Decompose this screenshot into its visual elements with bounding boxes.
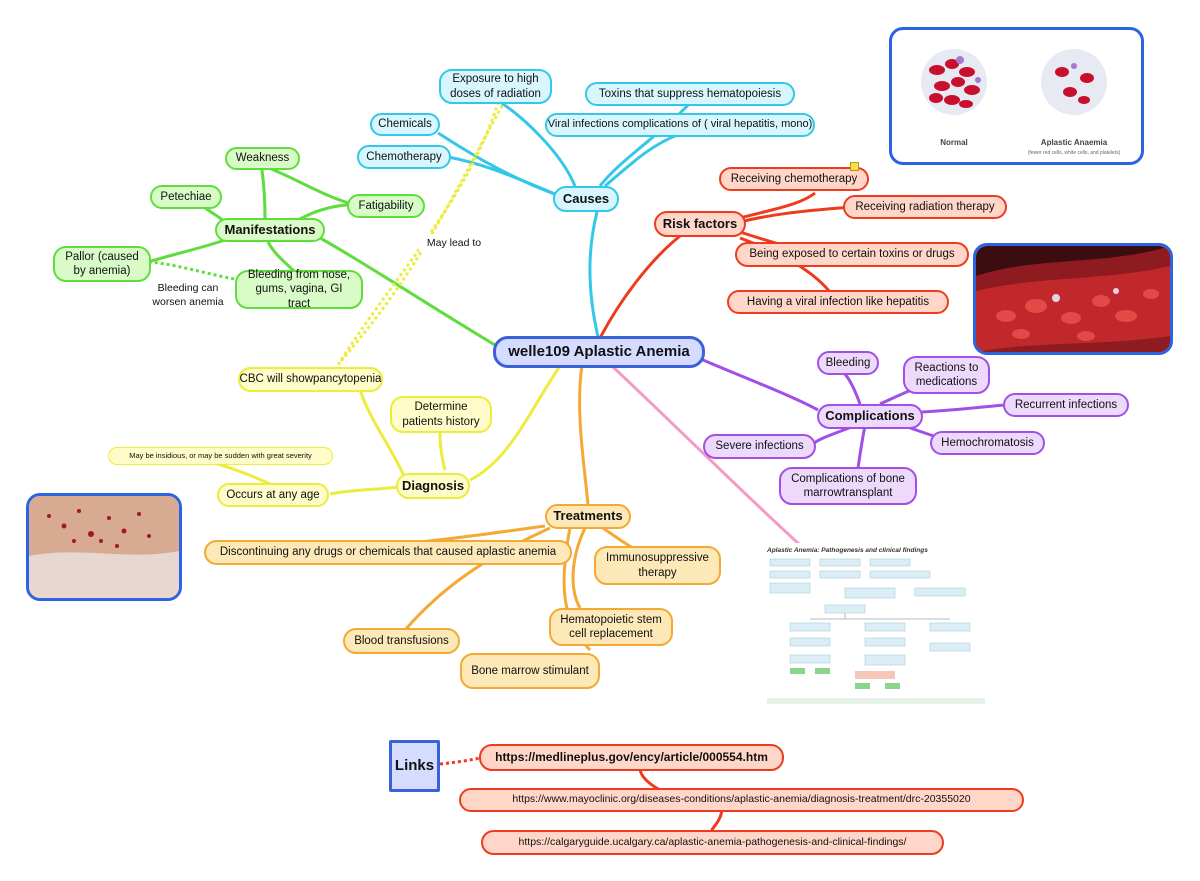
blood-vessel-illustration (976, 246, 1170, 352)
treatment-bone-marrow-stimulant[interactable]: Bone marrow stimulant (460, 653, 600, 689)
cause-toxins[interactable]: Toxins that suppress hematopoiesis (585, 82, 795, 106)
branch-risk-factors[interactable]: Risk factors (654, 211, 746, 237)
link-mayoclinic[interactable]: https://www.mayoclinic.org/diseases-cond… (459, 788, 1024, 812)
diagnosis-cbc[interactable]: CBC will showpancytopenia (238, 367, 383, 392)
cause-viral[interactable]: Viral infections complications of ( vira… (545, 113, 815, 137)
blood-vessel-image[interactable] (973, 243, 1173, 355)
complication-severe-infections[interactable]: Severe infections (703, 434, 816, 459)
central-topic[interactable]: welle109 Aplastic Anemia (493, 336, 705, 368)
link-medlineplus[interactable]: https://medlineplus.gov/ency/article/000… (479, 744, 784, 771)
blood-comparison-image[interactable]: Normal Aplastic Anaemia (fewer red cells… (889, 27, 1144, 165)
caption-normal: Normal (940, 138, 968, 147)
diagnosis-onset-note[interactable]: May be insidious, or may be sudden with … (108, 447, 333, 465)
manifestation-pallor[interactable]: Pallor (caused by anemia) (53, 246, 151, 282)
skin-illustration (29, 496, 179, 598)
complication-bone-marrow[interactable]: Complications of bone marrowtransplant (779, 467, 917, 505)
branch-treatments[interactable]: Treatments (545, 504, 631, 529)
treatment-stem-cell[interactable]: Hematopoietic stem cell replacement (549, 608, 673, 646)
risk-radiation[interactable]: Receiving radiation therapy (843, 195, 1007, 219)
treatment-immunosuppressive[interactable]: Immunosuppressive therapy (594, 546, 721, 585)
cause-chemicals[interactable]: Chemicals (370, 113, 440, 136)
risk-viral[interactable]: Having a viral infection like hepatitis (727, 290, 949, 314)
caption-aplastic-sub: (fewer red cells, white cells, and plate… (1028, 150, 1121, 156)
branch-manifestations[interactable]: Manifestations (215, 218, 325, 242)
treatment-discontinue-drugs[interactable]: Discontinuing any drugs or chemicals tha… (204, 540, 572, 565)
manifestation-fatigability[interactable]: Fatigability (347, 194, 425, 218)
complication-medication-reactions[interactable]: Reactions to medications (903, 356, 990, 394)
complication-hemochromatosis[interactable]: Hemochromatosis (930, 431, 1045, 455)
manifestation-bleeding[interactable]: Bleeding from nose, gums, vagina, GI tra… (235, 269, 363, 310)
calgary-guide-image[interactable]: Aplastic Anemia: Pathogenesis and clinic… (765, 543, 989, 708)
branch-complications[interactable]: Complications (817, 404, 923, 429)
petechiae-skin-image[interactable] (26, 493, 182, 601)
cause-chemotherapy[interactable]: Chemotherapy (357, 145, 451, 169)
caption-aplastic: Aplastic Anaemia (1041, 138, 1108, 147)
manifestation-weakness[interactable]: Weakness (225, 147, 300, 170)
note-bleeding-worsen: Bleeding can worsen anemia (152, 282, 224, 308)
note-may-lead-to: May lead to (418, 234, 490, 254)
risk-chemotherapy[interactable]: Receiving chemotherapy (719, 167, 869, 191)
complication-bleeding[interactable]: Bleeding (817, 351, 879, 375)
link-calgaryguide[interactable]: https://calgaryguide.ucalgary.ca/aplasti… (481, 830, 944, 855)
flowchart-thumbnail: Aplastic Anemia: Pathogenesis and clinic… (766, 547, 985, 704)
cause-radiation[interactable]: Exposure to high doses of radiation (439, 69, 552, 104)
blood-cells-illustration: Normal Aplastic Anaemia (fewer red cells… (921, 49, 1121, 156)
diagnosis-history[interactable]: Determine patients history (390, 396, 492, 433)
branch-diagnosis[interactable]: Diagnosis (396, 473, 470, 499)
branch-causes[interactable]: Causes (553, 186, 619, 212)
risk-toxins[interactable]: Being exposed to certain toxins or drugs (735, 242, 969, 267)
diagnosis-any-age[interactable]: Occurs at any age (217, 483, 329, 507)
links-label[interactable]: Links (389, 740, 440, 792)
calgary-title: Aplastic Anemia: Pathogenesis and clinic… (766, 547, 928, 554)
marker-icon (850, 162, 859, 171)
manifestation-petechiae[interactable]: Petechiae (150, 185, 222, 209)
treatment-blood-transfusions[interactable]: Blood transfusions (343, 628, 460, 654)
complication-recurrent-infections[interactable]: Recurrent infections (1003, 393, 1129, 417)
